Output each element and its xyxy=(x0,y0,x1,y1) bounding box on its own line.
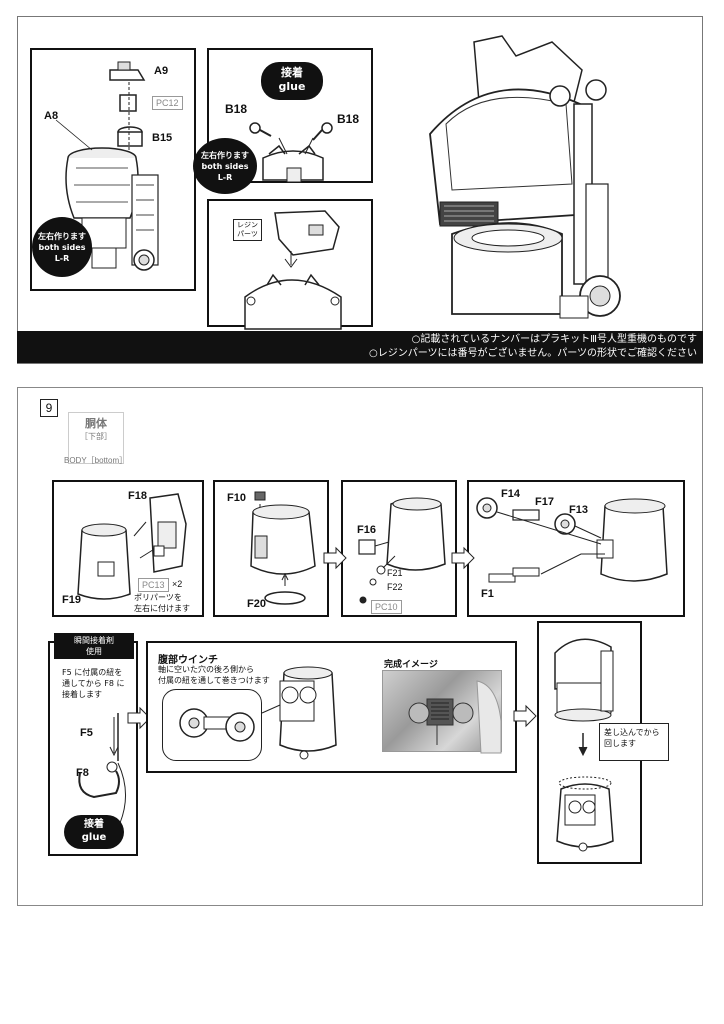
part-label-a8: A8 xyxy=(44,110,59,122)
winch-text-2: 付属の紐を通して巻きつけます xyxy=(158,676,270,685)
resin-label-line2: パーツ xyxy=(237,230,258,238)
part-label-f20: F20 xyxy=(247,598,266,610)
part-label-f22: F22 xyxy=(387,582,403,592)
arrow-right-2 xyxy=(451,546,475,570)
box-f10-f20: F10 F20 xyxy=(213,480,329,617)
glue-instruction-3: 接着します xyxy=(62,690,102,699)
part-label-f21: F21 xyxy=(387,568,403,578)
final-note-2: 回します xyxy=(604,739,636,748)
box-f18-f19: F18 F19 PC13 ×2 ポリパーツを 左右に付けます xyxy=(52,480,204,617)
both-sides-badge-2: 左右作ります both sides L-R xyxy=(193,138,257,194)
panel-b18-glue: 接着 glue B18 B18 左右作ります both sides L-R xyxy=(193,48,373,194)
part-label-b15: B15 xyxy=(152,132,173,144)
part-label-b18-left: B18 xyxy=(225,102,248,116)
f10-f20-drawing xyxy=(250,491,316,605)
glue-badge-top: 接着 glue xyxy=(261,62,323,100)
box-f16-f21-f22: F16 F21 F22 PC10 xyxy=(341,480,457,617)
part-label-f1: F1 xyxy=(481,588,494,600)
part-label-pc13: PC13 xyxy=(138,578,169,592)
final-note: 差し込んでから 回します xyxy=(599,723,669,761)
resin-assembly-drawing xyxy=(244,210,342,330)
b18-assembly-drawing xyxy=(249,122,333,183)
part-label-f5: F5 xyxy=(80,727,93,739)
box-f14-f17-f13-f1: F14 F17 F13 F1 xyxy=(467,480,685,617)
instant-glue-header: 瞬間接着剤 使用 xyxy=(54,633,134,659)
f5-f8-drawing xyxy=(78,713,126,824)
arrow-right-1 xyxy=(323,546,347,570)
arrow-right-3 xyxy=(127,706,151,730)
f18-f19-drawing xyxy=(77,493,187,600)
pc13-note-1: ポリパーツを xyxy=(134,593,182,602)
part-label-f16: F16 xyxy=(357,524,376,536)
pc13-note-2: 左右に付けます xyxy=(134,604,190,613)
part-label-pc12: PC12 xyxy=(152,96,183,110)
resin-label-line1: レジン xyxy=(237,221,258,229)
winch-drawing xyxy=(179,666,337,760)
both-sides-lr-2: L-R xyxy=(217,172,233,182)
part-label-f14: F14 xyxy=(501,488,520,500)
winch-text-1: 軸に空いた穴の後ろ側から xyxy=(158,665,254,674)
both-sides-jp: 左右作ります xyxy=(38,231,86,241)
arrow-right-4 xyxy=(513,704,537,728)
glue-jp-bottom: 接着 xyxy=(84,819,104,830)
step-number: 9 xyxy=(40,399,58,417)
part-label-f10: F10 xyxy=(227,492,246,504)
panel-winch: 腹部ウインチ 軸に空いた穴の後ろ側から 付属の紐を通して巻きつけます 完成イメー… xyxy=(146,641,517,773)
part-label-f18: F18 xyxy=(128,490,147,502)
both-sides-jp-2: 左右作ります xyxy=(201,150,249,160)
glue-instruction-1: F5 に付属の紐を xyxy=(62,668,123,677)
panel-a8-assembly: A9 PC12 B15 A8 左右作ります both sides L-R xyxy=(30,48,196,291)
panel-resin-parts: レジン パーツ xyxy=(207,199,373,330)
step-number-text: 9 xyxy=(45,401,53,415)
panel-final-assembly: 差し込んでから 回します xyxy=(537,621,669,864)
a8-assembly-drawing xyxy=(55,61,159,271)
both-sides-en-2: both sides xyxy=(201,161,249,171)
f14-f17-f13-f1-drawing xyxy=(476,497,668,583)
step-title-jp: 胴体 xyxy=(85,417,107,430)
winch-photo-detail xyxy=(408,680,502,754)
part-label-f19: F19 xyxy=(62,594,81,606)
notes-bar: ○記載されているナンバーはプラキットⅢ号人型重機のものです ○レジンパーツには番… xyxy=(17,331,703,363)
pc13-times: ×2 xyxy=(172,579,183,589)
both-sides-en: both sides xyxy=(38,242,86,252)
both-sides-lr: L-R xyxy=(54,253,70,263)
both-sides-badge: 左右作ります both sides L-R xyxy=(32,217,92,277)
note-line-2: ○レジンパーツには番号がございません。パーツの形状でご確認ください xyxy=(368,348,697,359)
note-line-1: ○記載されているナンバーはプラキットⅢ号人型重機のものです xyxy=(411,334,697,345)
f16-f21-f22-drawing xyxy=(358,497,446,604)
resin-label: レジン パーツ xyxy=(233,219,262,241)
glue-instruction-2: 通してから F8 に xyxy=(62,679,125,688)
part-label-pc10: PC10 xyxy=(371,600,402,614)
part-label-b18-right: B18 xyxy=(337,112,360,126)
final-assembly-drawing xyxy=(554,638,614,852)
part-label-a9: A9 xyxy=(154,65,169,77)
part-label-f13: F13 xyxy=(569,504,588,516)
glue-badge-bottom: 接着 glue xyxy=(64,815,124,849)
instant-glue-line2: 使用 xyxy=(86,647,102,656)
glue-en-bottom: glue xyxy=(81,832,107,843)
step-title-block: 胴体 ［下部］ xyxy=(68,412,124,464)
glue-jp: 接着 xyxy=(281,66,303,79)
instant-glue-line1: 瞬間接着剤 xyxy=(74,636,114,645)
glue-en: glue xyxy=(278,80,306,93)
winch-complete-title: 完成イメージ xyxy=(384,660,438,670)
part-label-f17: F17 xyxy=(535,496,554,508)
part-label-f8: F8 xyxy=(76,767,89,779)
winch-complete-photo xyxy=(382,670,502,754)
step-title-en: BODY［bottom］ xyxy=(64,456,128,465)
winch-title: 腹部ウインチ xyxy=(158,655,218,666)
completed-upper-body-drawing xyxy=(429,35,621,319)
step-sub-jp: ［下部］ xyxy=(80,432,112,441)
panel-f5-f8-glue: 瞬間接着剤 使用 F5 に付属の紐を 通してから F8 に 接着します F5 F… xyxy=(48,633,138,856)
final-note-1: 差し込んでから xyxy=(604,728,660,737)
